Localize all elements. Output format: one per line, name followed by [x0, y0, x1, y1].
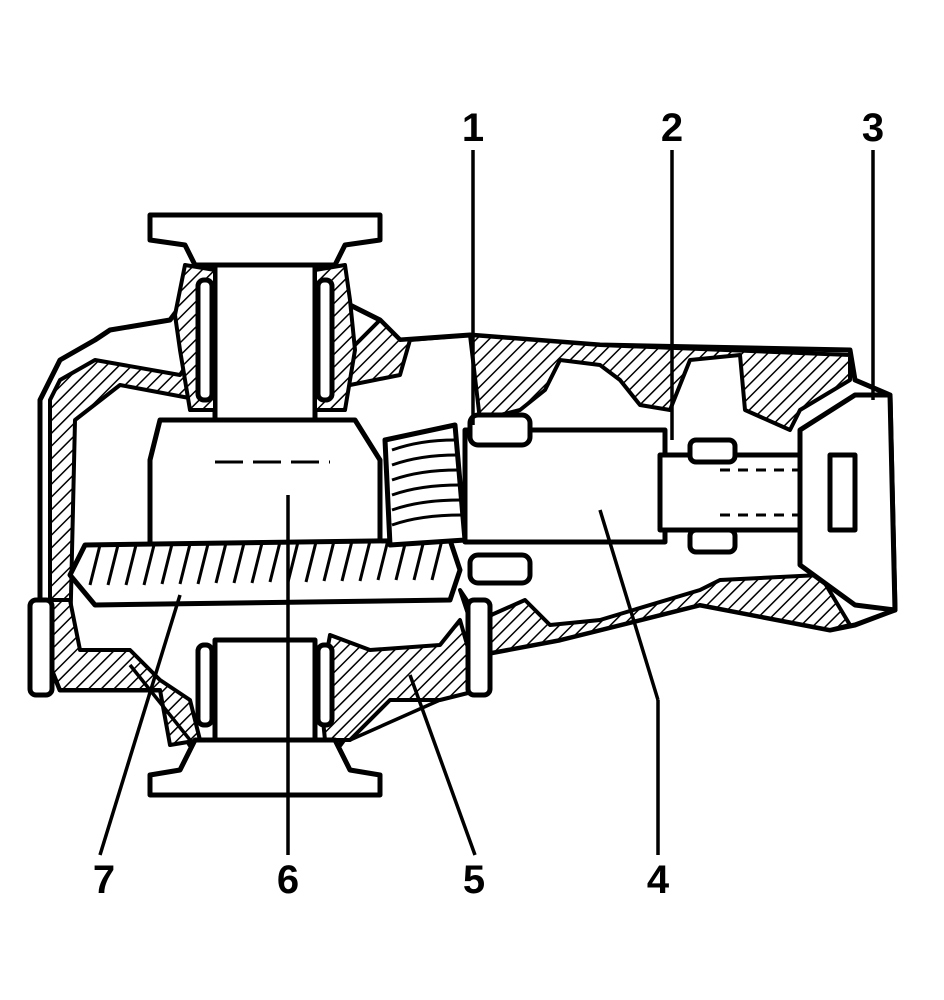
- callout-5: 5: [462, 858, 486, 902]
- top-output-flange: [147, 212, 383, 268]
- callout-3: 3: [861, 106, 885, 150]
- bottom-bearing-right: [315, 642, 335, 728]
- top-flange-shaft: [212, 262, 318, 428]
- callout-6: 6: [276, 858, 300, 902]
- pinion-bearing-rear: [687, 437, 738, 465]
- callout-7: 7: [92, 858, 116, 902]
- pinion-bearing-front: [467, 412, 533, 448]
- callout-1: 1: [461, 106, 485, 150]
- top-bearing-right: [315, 277, 335, 403]
- callout-4: 4: [646, 858, 670, 902]
- pinion-bearing-front-lower: [467, 552, 533, 586]
- pinion-bearing-rear-lower: [687, 527, 738, 555]
- drive-pinion-shaft: [462, 427, 668, 545]
- differential-case: [147, 417, 383, 548]
- lower-housing-wall: [38, 598, 202, 747]
- bottom-bearing-left: [195, 642, 215, 728]
- pinion-gear: [382, 422, 468, 548]
- pinion-nut: [827, 452, 858, 533]
- upper-right-housing-wall: [338, 318, 852, 432]
- leader-lines: [98, 150, 875, 856]
- bottom-flange-shaft: [212, 637, 318, 743]
- callout-2: 2: [660, 106, 684, 150]
- ring-gear-teeth: [88, 539, 444, 586]
- right-bolt: [465, 597, 493, 698]
- bottom-output-flange: [147, 737, 383, 798]
- top-bearing-left: [195, 277, 215, 403]
- left-bolt: [27, 597, 55, 698]
